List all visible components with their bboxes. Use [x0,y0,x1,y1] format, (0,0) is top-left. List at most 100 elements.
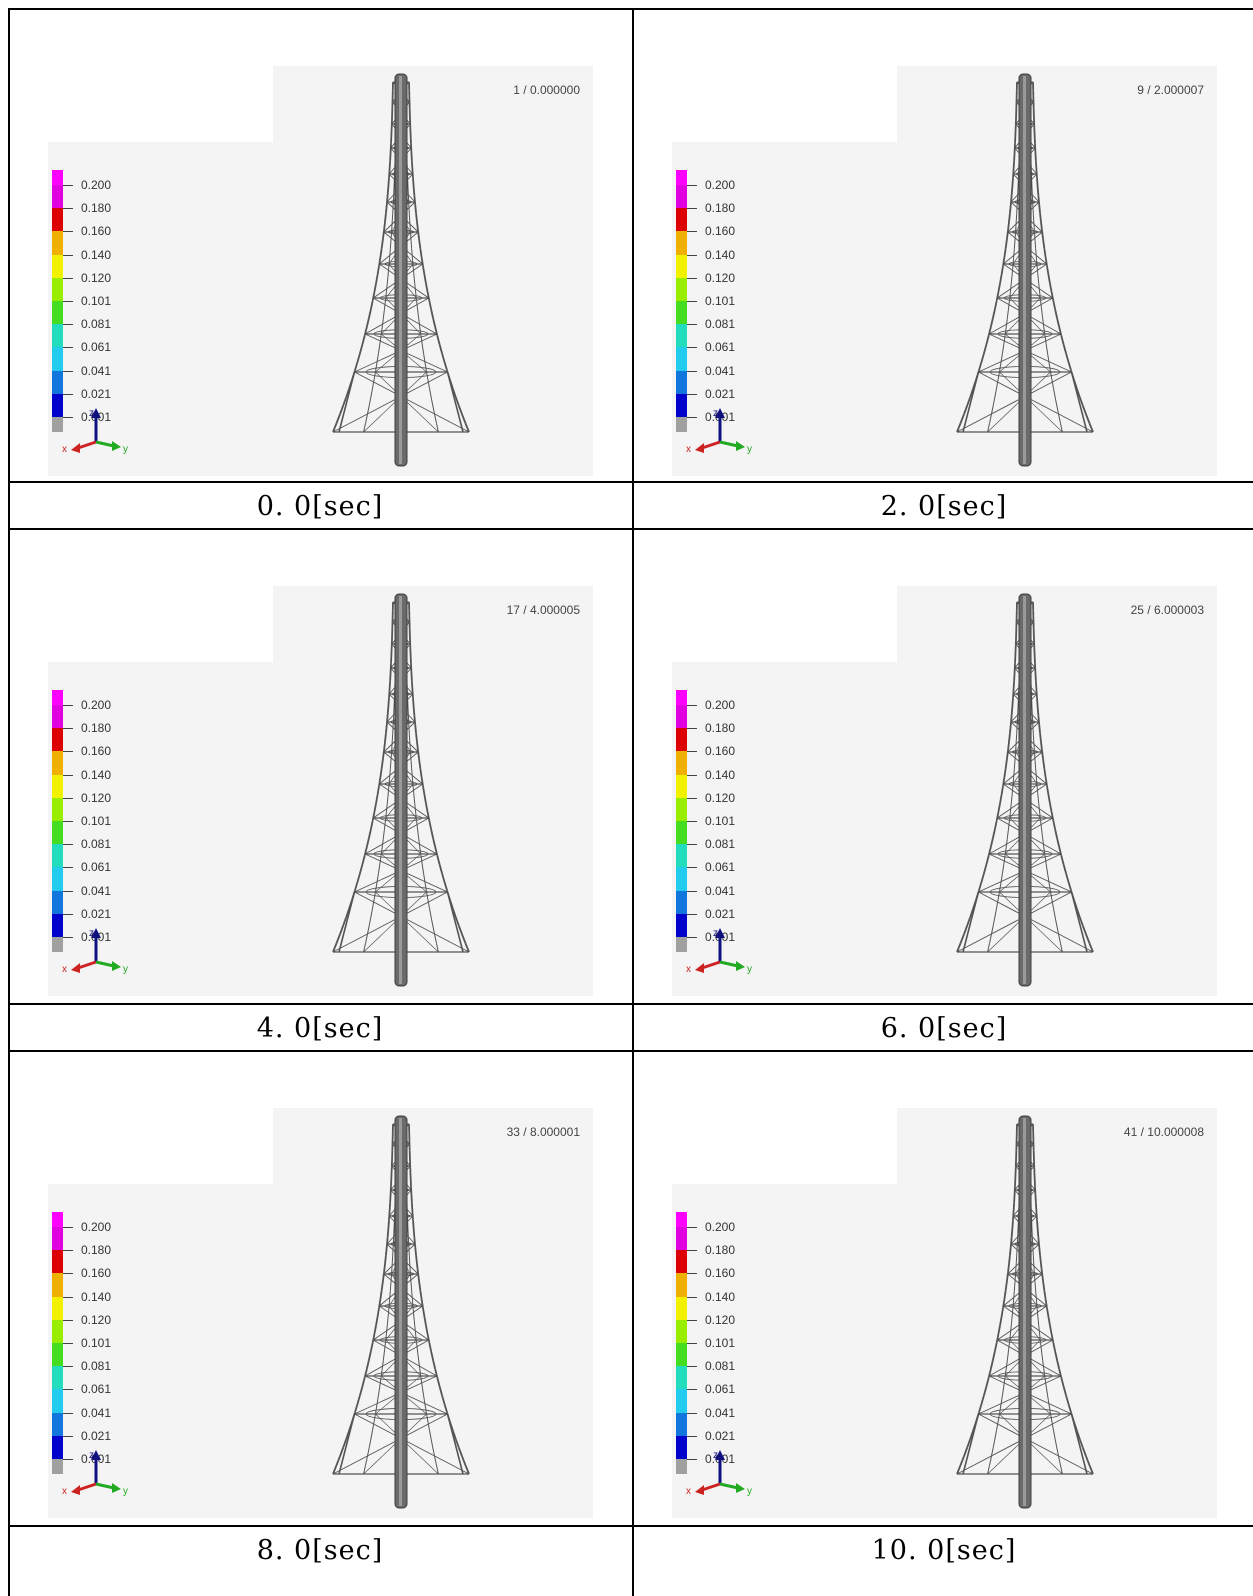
time-caption: 4. 0[sec] [256,1012,384,1044]
axis-x-label: x [62,964,67,975]
legend-tick [687,1435,697,1437]
legend-value: 0.160 [81,744,112,759]
table-border-top [8,8,1253,10]
legend-swatch [676,1319,687,1343]
legend-value: 0.160 [705,224,736,239]
axis-z-label: z [89,1450,94,1461]
legend-swatch [52,170,63,185]
legend-tick [63,774,73,776]
legend-value: 0.160 [81,1266,112,1281]
legend-swatch [52,1212,63,1227]
tower-model [955,1114,1095,1518]
axis-x-label: x [62,1486,67,1497]
legend-tick [63,1296,73,1298]
legend-tick [687,301,697,302]
table-divider-middle [632,8,634,1596]
legend-swatch [52,324,63,348]
legend-tick [63,324,73,326]
legend-tick [687,277,697,279]
legend-value: 0.041 [705,883,736,898]
legend-tick [63,1343,73,1344]
legend-swatch [52,937,63,952]
legend-tick [63,370,73,372]
legend-value: 0.140 [81,247,112,262]
time-caption: 2. 0[sec] [880,490,1008,522]
time-caption: 0. 0[sec] [256,490,384,522]
axis-z-label: z [89,928,94,939]
legend-swatch [52,185,63,209]
legend-swatch [52,1296,63,1320]
legend-value: 0.081 [705,317,736,332]
legend-swatch [676,208,687,232]
legend-tick [63,231,73,233]
legend-swatch [52,1412,63,1436]
legend-tick [63,347,73,349]
legend-swatch [676,324,687,348]
axis-x-label: x [62,444,67,455]
legend-swatch [52,1227,63,1251]
legend-value: 0.180 [705,1243,736,1258]
legend-tick [63,867,73,869]
legend-swatch [676,277,687,301]
legend-swatch [676,1435,687,1459]
legend-value: 0.021 [705,1428,736,1443]
row-divider [8,1525,1253,1527]
viewport-background [48,1184,273,1518]
legend-value: 0.041 [81,883,112,898]
legend-swatch [676,301,687,325]
viewport-background [48,142,273,476]
legend-tick [687,185,697,186]
row-divider [8,1003,1253,1005]
legend-value: 0.101 [81,294,112,308]
legend-swatch [676,1389,687,1413]
legend-swatch [676,690,687,705]
tower-model [331,72,471,476]
legend-tick [687,797,697,799]
axis-x-label: x [686,964,691,975]
legend-tick [687,393,697,395]
legend-tick [63,1389,73,1391]
axis-x-label: x [686,1486,691,1497]
legend-swatch [676,1273,687,1297]
legend-value: 0.081 [705,1359,736,1374]
legend-value: 0.041 [705,363,736,378]
frame-step-label: 25 / 6.000003 [1130,603,1204,617]
legend-value: 0.081 [81,1359,112,1374]
axis-y-label: y [123,1486,128,1497]
legend-swatch [676,231,687,255]
legend-value: 0.081 [81,837,112,852]
legend-tick [687,751,697,753]
legend-swatch [676,1250,687,1274]
legend-swatch [676,1412,687,1436]
tower-model [955,72,1095,476]
legend-swatch [52,844,63,868]
legend-value: 0.120 [705,1312,736,1327]
legend-value: 0.081 [705,837,736,852]
legend-swatch [52,1250,63,1274]
legend-swatch [676,393,687,417]
axis-y-label: y [123,964,128,975]
legend-tick [63,277,73,279]
legend-value: 0.021 [705,386,736,401]
legend-tick [63,1459,73,1460]
legend-tick [63,705,73,706]
legend-value: 0.120 [705,790,736,805]
legend-swatch [52,1319,63,1343]
legend-swatch [676,1212,687,1227]
legend-swatch [52,1389,63,1413]
legend-swatch [52,1366,63,1390]
legend-value: 0.021 [81,1428,112,1443]
legend-tick [687,913,697,915]
axis-z-label: z [713,1450,718,1461]
legend-tick [687,1389,697,1391]
axis-z-label: z [89,408,94,419]
legend-swatch [52,277,63,301]
tower-model [331,592,471,996]
